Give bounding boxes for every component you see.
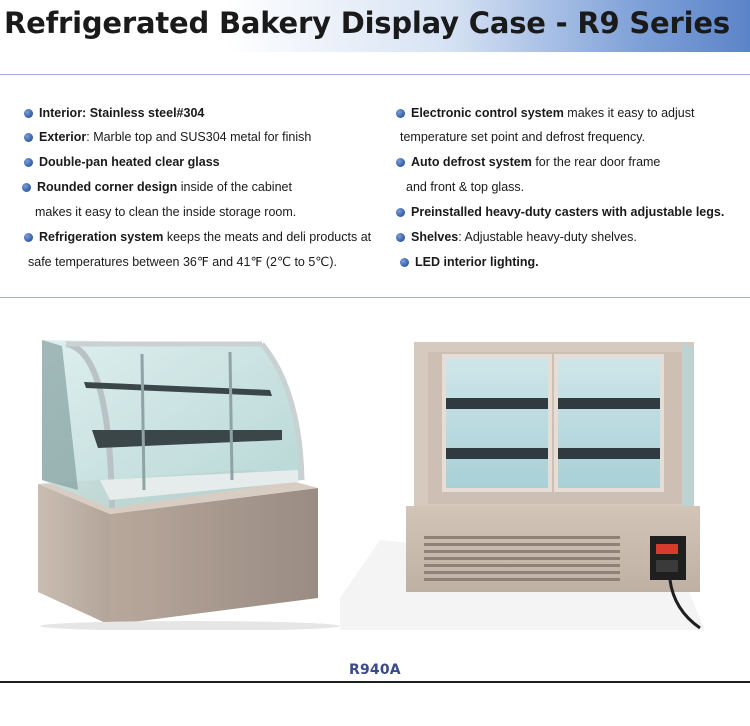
bullet-icon bbox=[22, 183, 31, 192]
bullet-icon bbox=[396, 158, 405, 167]
features-right: Electronic control system makes it easy … bbox=[392, 104, 750, 274]
feature-led: LED interior lighting. bbox=[400, 253, 539, 271]
middle-divider bbox=[0, 297, 750, 298]
feature-refrigeration: Refrigeration system keeps the meats and… bbox=[24, 228, 371, 246]
bullet-icon bbox=[396, 208, 405, 217]
features-left: Interior: Stainless steel#304 Exterior: … bbox=[0, 104, 390, 274]
feature-rounded-corner: Rounded corner design inside of the cabi… bbox=[22, 178, 292, 196]
feature-refrigeration-cont: safe temperatures between 36℉ and 41℉ (2… bbox=[28, 255, 337, 269]
bullet-icon bbox=[396, 109, 405, 118]
page-title: Refrigerated Bakery Display Case - R9 Se… bbox=[4, 6, 730, 40]
bullet-icon bbox=[396, 233, 405, 242]
feature-exterior: Exterior: Marble top and SUS304 metal fo… bbox=[24, 128, 311, 146]
title-banner bbox=[0, 0, 750, 52]
bullet-icon bbox=[24, 233, 33, 242]
feature-defrost: Auto defrost system for the rear door fr… bbox=[396, 153, 660, 171]
bullet-icon bbox=[400, 258, 409, 267]
feature-rounded-corner-cont: makes it easy to clean the inside storag… bbox=[35, 205, 297, 219]
feature-shelves: Shelves: Adjustable heavy-duty shelves. bbox=[396, 228, 637, 246]
feature-control: Electronic control system makes it easy … bbox=[396, 104, 694, 122]
product-image-front-angle bbox=[38, 340, 340, 630]
bullet-icon bbox=[24, 158, 33, 167]
feature-glass: Double-pan heated clear glass bbox=[24, 153, 220, 171]
product-image-rear-view bbox=[340, 342, 705, 630]
feature-casters: Preinstalled heavy-duty casters with adj… bbox=[396, 203, 724, 221]
bullet-icon bbox=[24, 109, 33, 118]
feature-defrost-cont: and front & top glass. bbox=[406, 180, 525, 194]
feature-control-cont: temperature set point and defrost freque… bbox=[400, 130, 646, 144]
top-divider bbox=[0, 74, 750, 75]
model-label: R940A bbox=[349, 662, 401, 678]
feature-interior: Interior: Stainless steel#304 bbox=[24, 104, 204, 122]
bottom-divider bbox=[0, 681, 750, 683]
bullet-icon bbox=[24, 133, 33, 142]
